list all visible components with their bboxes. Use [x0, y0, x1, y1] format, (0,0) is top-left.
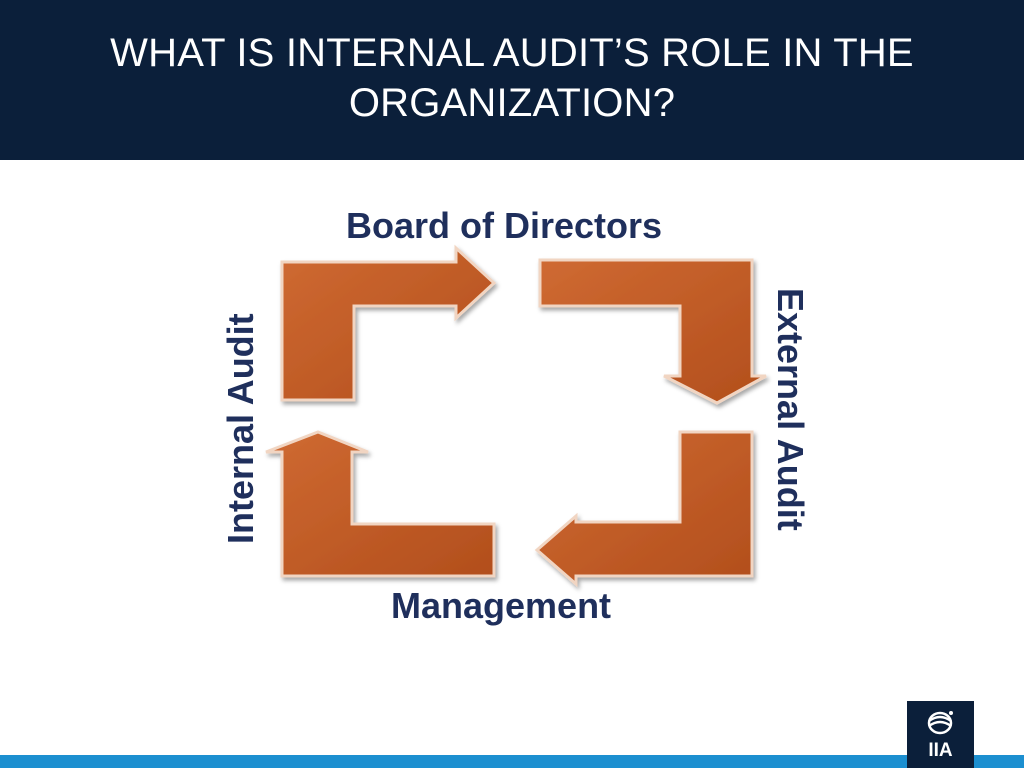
page-title: WHAT IS INTERNAL AUDIT’S ROLE IN THE ORG… — [0, 28, 1024, 128]
arrow-up-icon — [265, 430, 496, 578]
arrow-left-icon — [534, 430, 754, 588]
arrow-right-icon — [280, 244, 497, 402]
board-of-directors-label: Board of Directors — [346, 205, 663, 246]
internal-audit-label: Internal Audit — [220, 313, 261, 544]
page-title-line-1: WHAT IS INTERNAL AUDIT’S ROLE IN THE — [110, 31, 914, 75]
management-label: Management — [391, 585, 612, 626]
logo-text: IIA — [928, 740, 953, 761]
footer-accent-bar — [0, 755, 1024, 768]
title-banner: WHAT IS INTERNAL AUDIT’S ROLE IN THE ORG… — [0, 0, 1024, 160]
external-audit-label: External Audit — [770, 288, 811, 531]
arrow-down-icon — [538, 258, 767, 405]
page-title-line-2: ORGANIZATION? — [348, 81, 676, 125]
globe-icon — [927, 711, 953, 735]
iia-logo: IIA — [907, 701, 974, 768]
